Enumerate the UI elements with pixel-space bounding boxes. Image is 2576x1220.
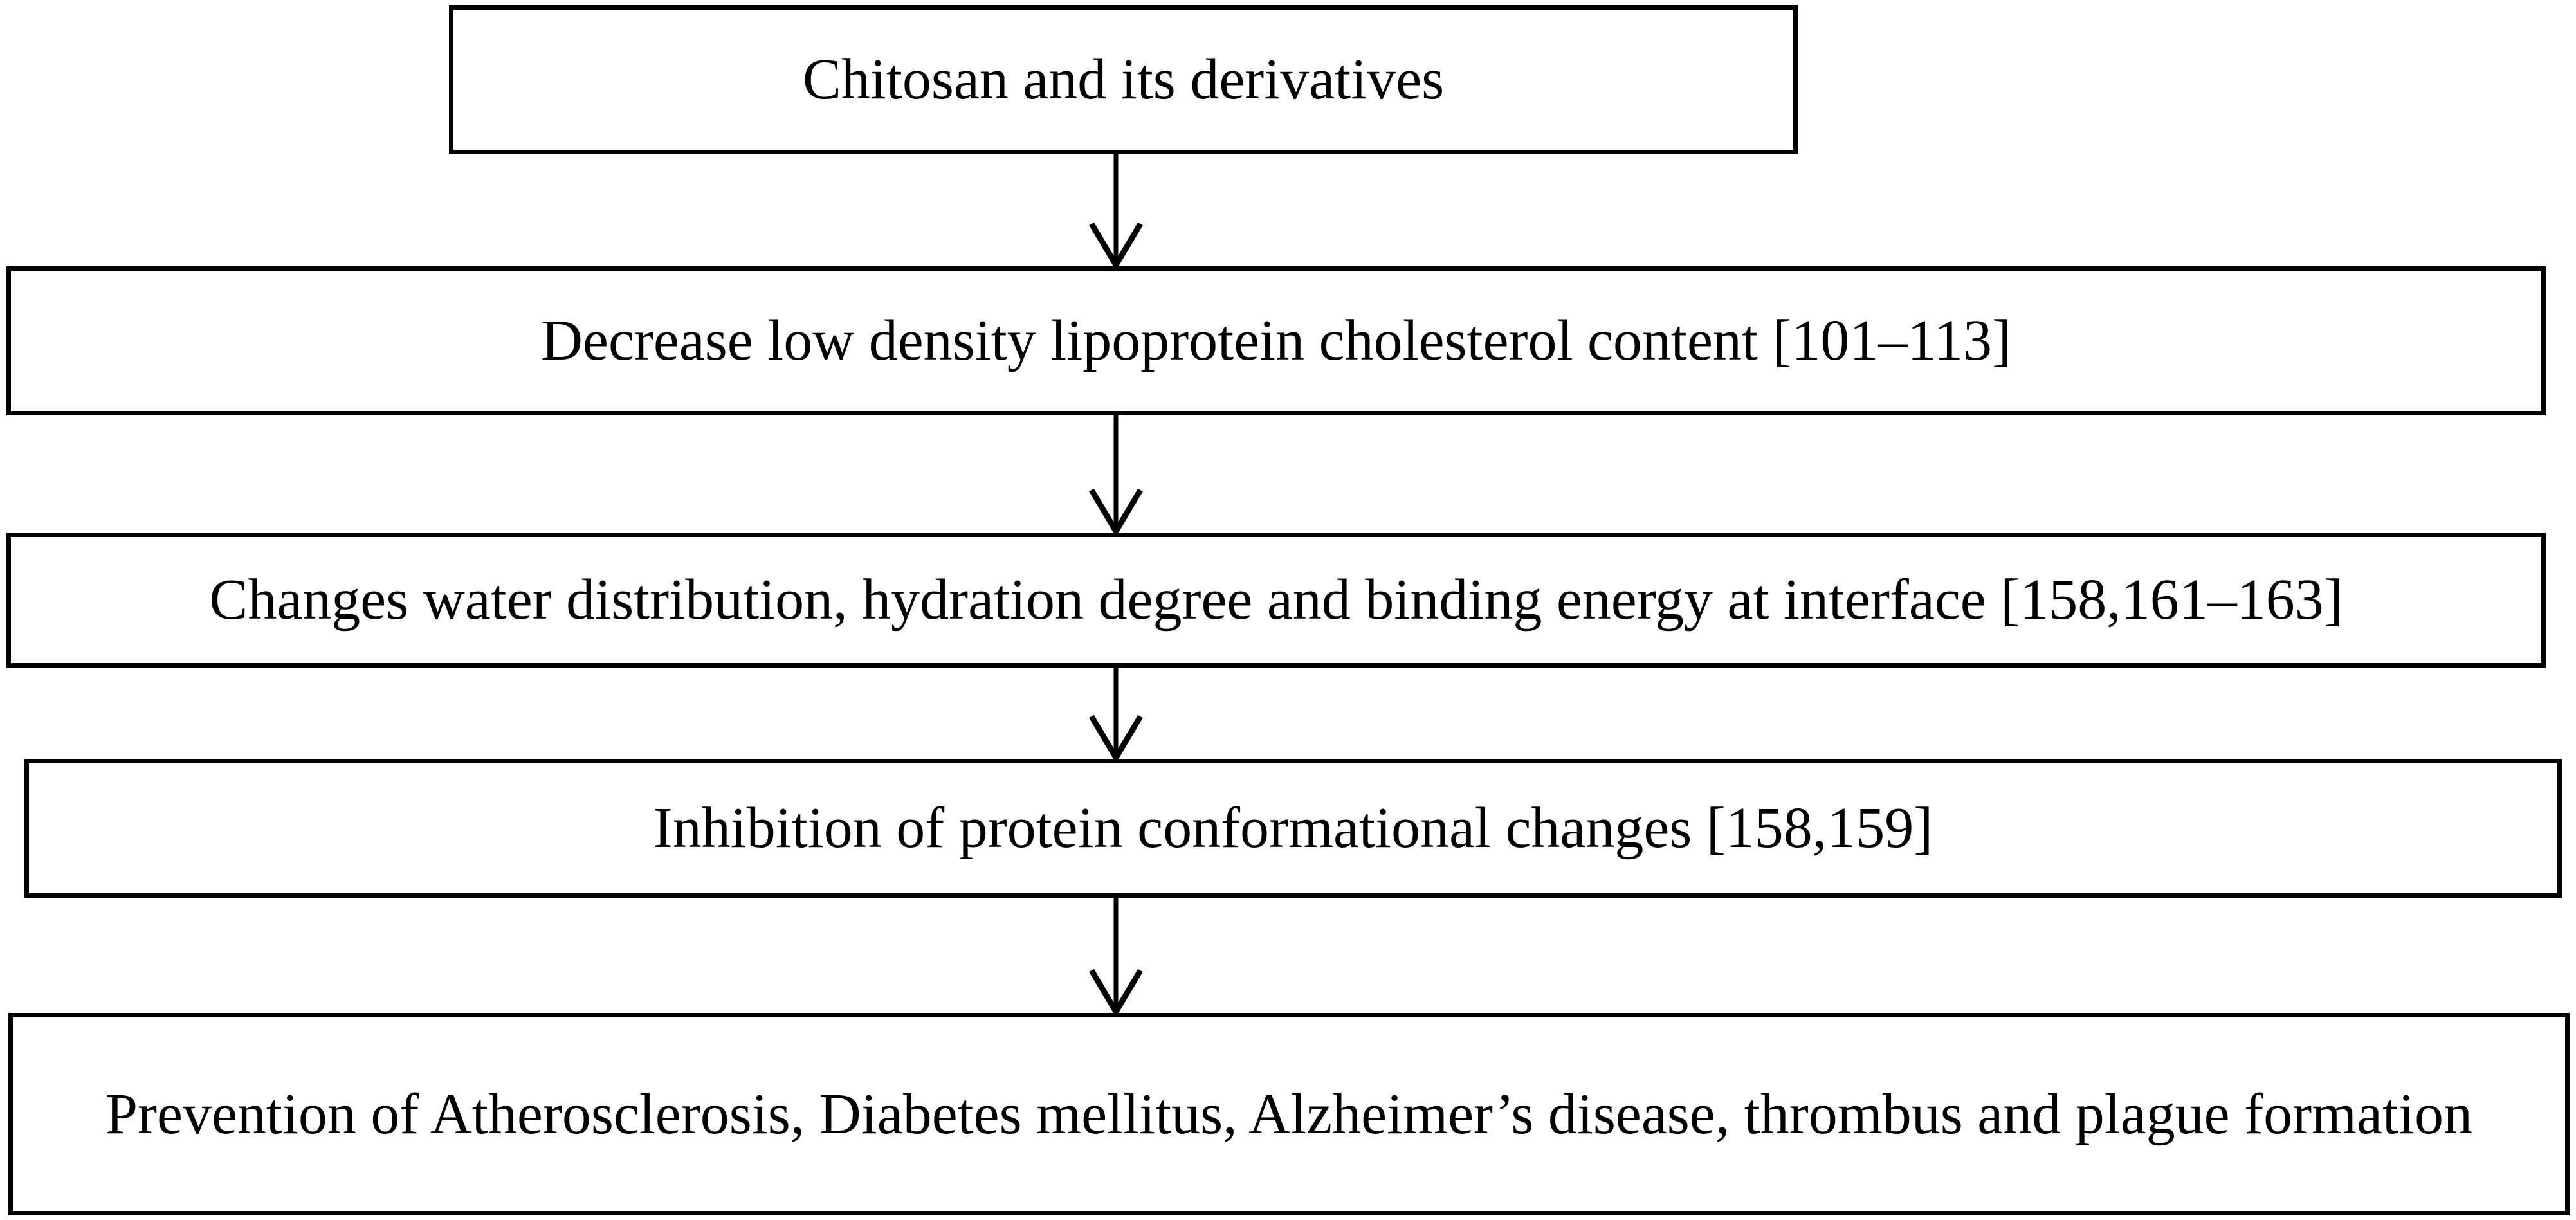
- flow-node-label: Prevention of Atherosclerosis, Diabetes …: [105, 1082, 2473, 1146]
- flow-node-water-distribution: Changes water distribution, hydration de…: [6, 533, 2546, 668]
- flow-node-disease-prevention: Prevention of Atherosclerosis, Diabetes …: [8, 1013, 2570, 1215]
- flow-node-label: Decrease low density lipoprotein cholest…: [541, 309, 2011, 373]
- flow-edge-1: [1064, 154, 1167, 268]
- down-arrow-icon: [1089, 898, 1143, 1014]
- flow-node-chitosan: Chitosan and its derivatives: [449, 5, 1798, 154]
- flow-node-protein-conformation: Inhibition of protein conformational cha…: [24, 759, 2562, 898]
- down-arrow-icon: [1089, 668, 1143, 760]
- flow-node-label: Changes water distribution, hydration de…: [209, 568, 2343, 632]
- down-arrow-icon: [1089, 415, 1143, 534]
- flow-node-label: Inhibition of protein conformational cha…: [653, 796, 1933, 860]
- down-arrow-icon: [1089, 154, 1143, 268]
- flow-edge-4: [1064, 898, 1167, 1014]
- flow-edge-2: [1064, 415, 1167, 534]
- flow-node-ldl-decrease: Decrease low density lipoprotein cholest…: [6, 266, 2546, 415]
- flow-edge-3: [1064, 668, 1167, 760]
- flow-node-label: Chitosan and its derivatives: [802, 48, 1445, 112]
